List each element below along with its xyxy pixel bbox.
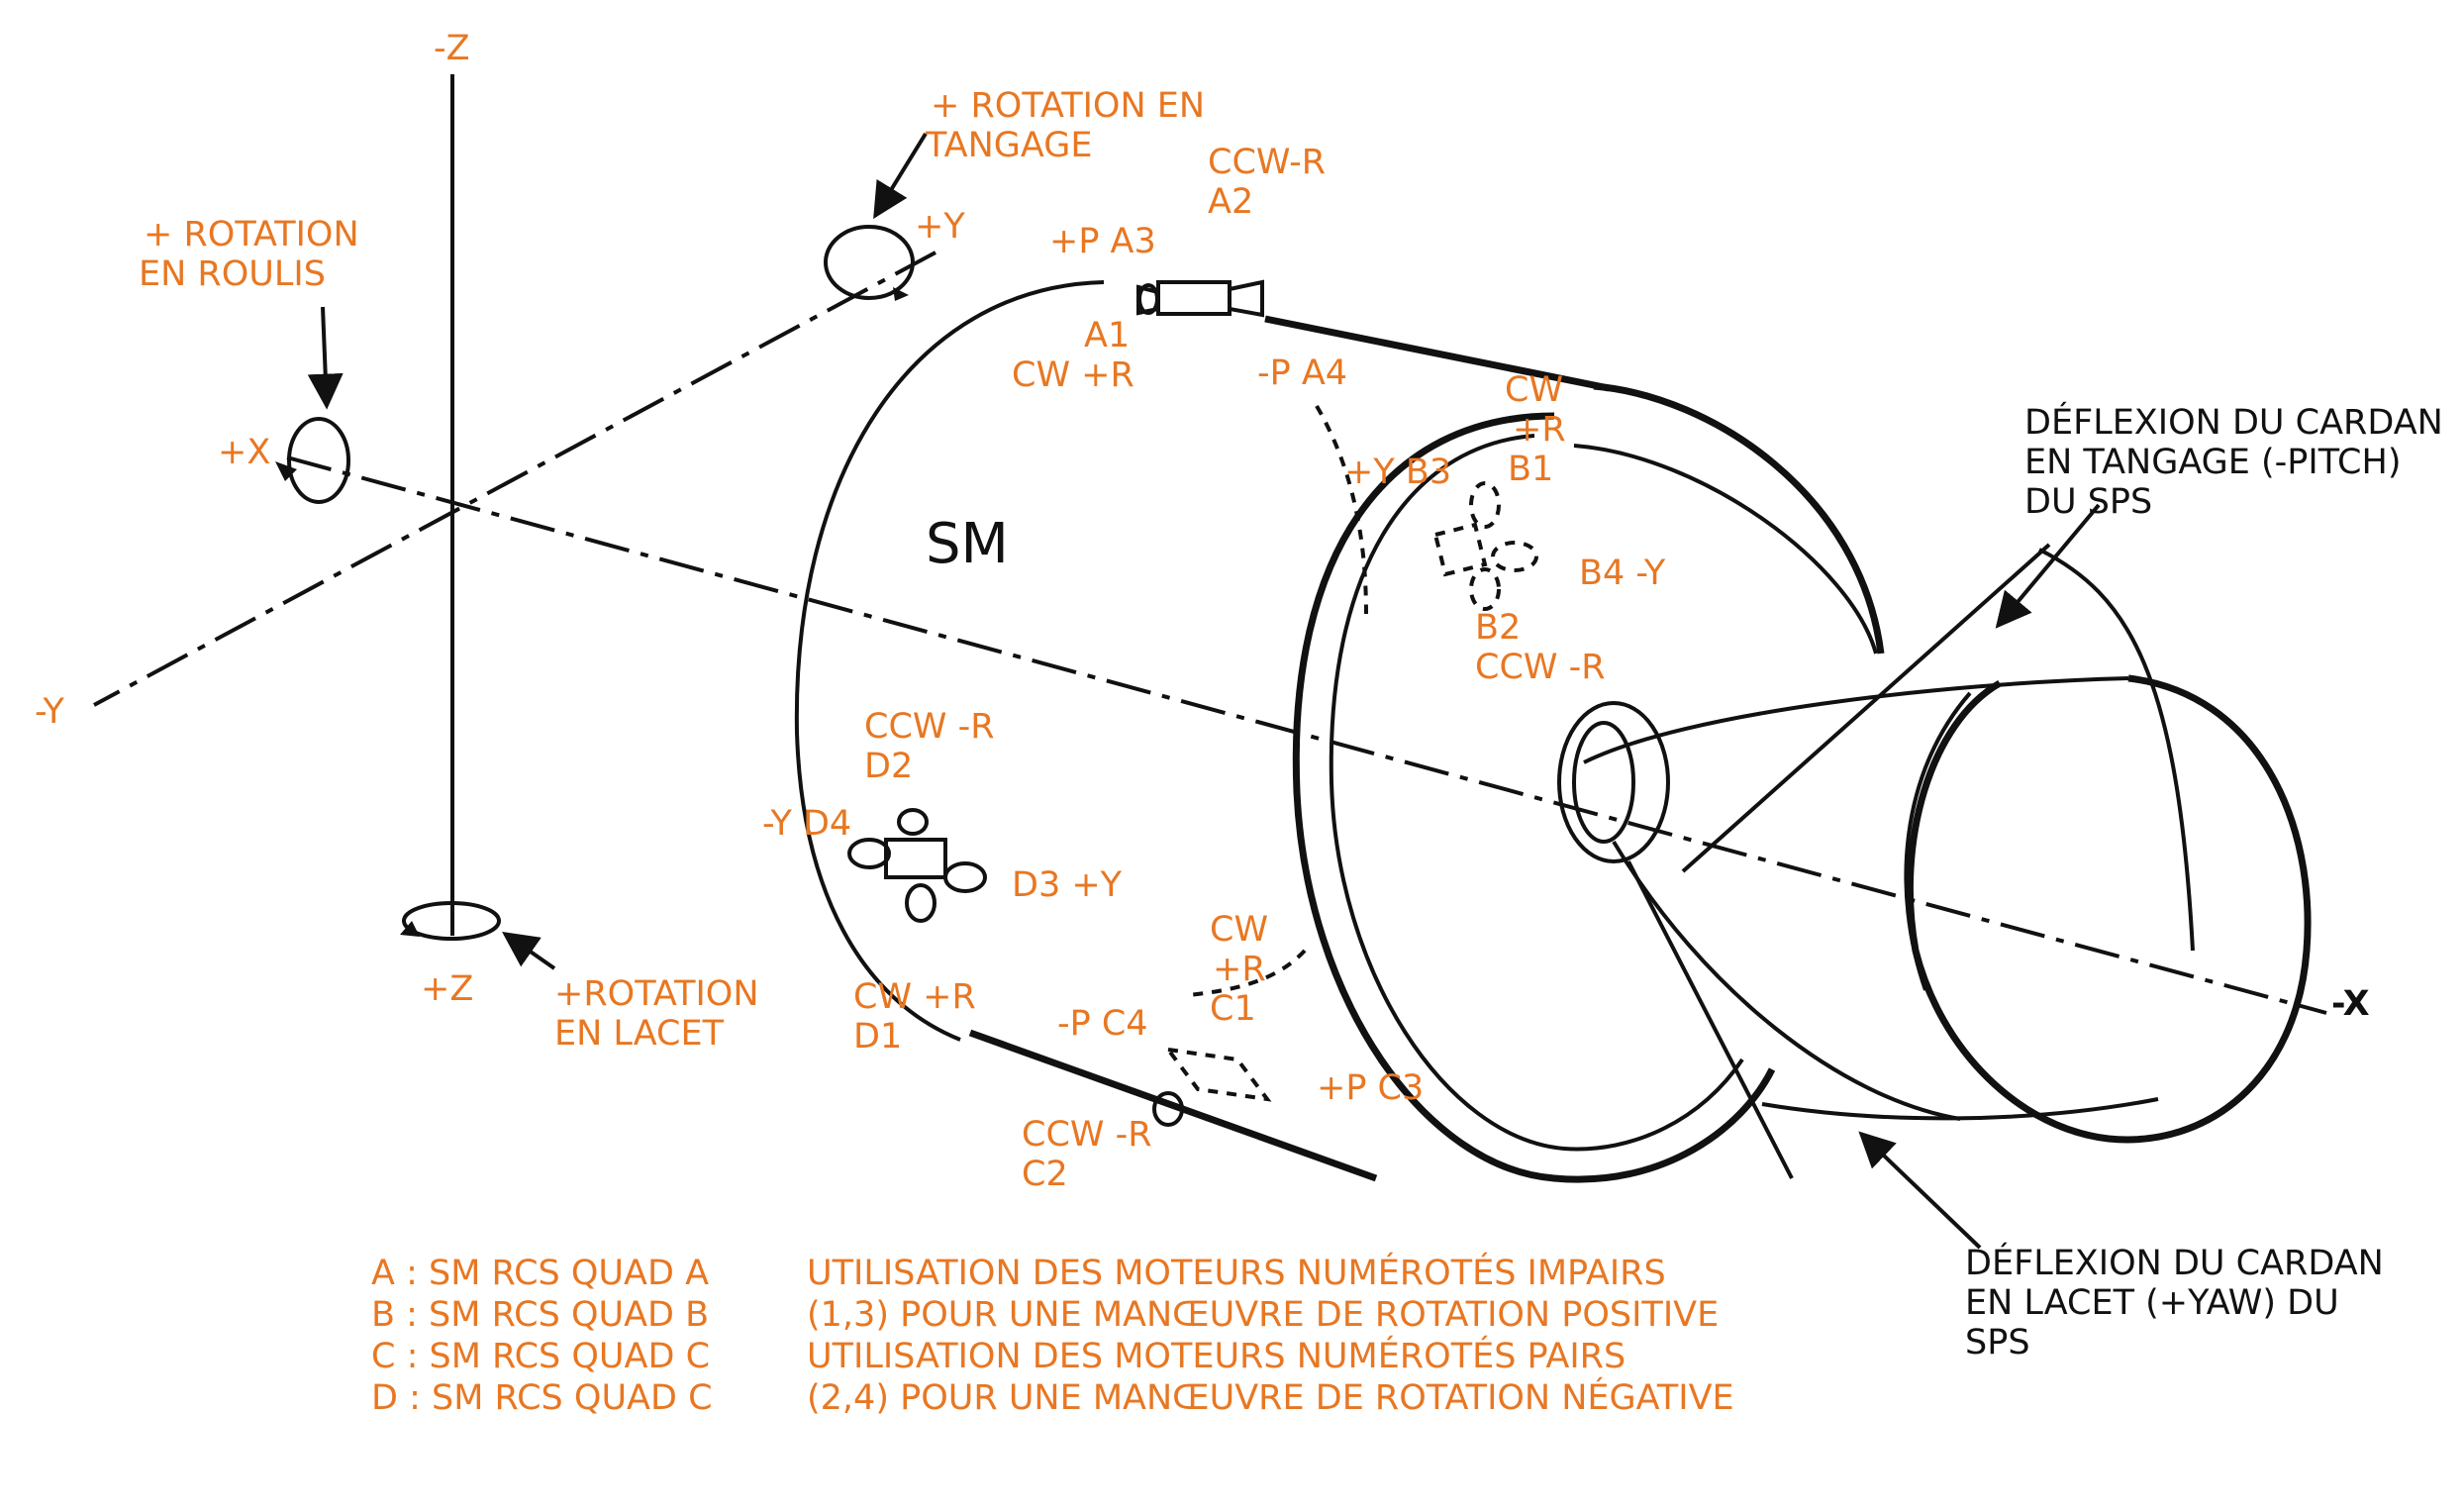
c1-label-line1: CW [1210, 910, 1268, 950]
aft-bulkhead-outer-top [1593, 382, 1885, 655]
b1-label-line1: CW [1505, 370, 1563, 410]
legend-quad-c: C : SM RCS QUAD C [371, 1337, 710, 1376]
cylinder-hidden-edge-bottom [1187, 949, 1307, 997]
legend-quad-d: D : SM RCS QUAD C [371, 1378, 713, 1418]
b1-label-line3: B1 [1508, 450, 1553, 489]
b2-label-line2: CCW -R [1475, 648, 1606, 687]
c3-label: +P C3 [1317, 1068, 1424, 1108]
legend-note-3: UTILISATION DES MOTEURS NUMÉROTÉS PAIRS [807, 1335, 1626, 1376]
pitch-deflection-arc [2038, 548, 2195, 952]
nozzle-exit-inner [1904, 691, 1972, 991]
d4-label: -Y D4 [762, 804, 851, 844]
nozzle-exit-rim [1906, 674, 2312, 1144]
a2-label-line2: A2 [1208, 182, 1253, 222]
cylinder-hidden-edge-top [1315, 404, 1368, 615]
b1-label-line2: +R [1513, 410, 1566, 450]
quad-c-thruster-block [1152, 1047, 1272, 1127]
aft-bulkhead-outer [1292, 412, 1776, 1183]
d1-label-line1: CW +R [853, 977, 976, 1017]
service-module-body [794, 280, 1885, 1183]
roll-label-line2: EN ROULIS [139, 254, 326, 294]
axis-label-neg-x: -X [2331, 984, 2370, 1024]
d2-label-line2: D2 [864, 747, 913, 786]
module-label: SM [926, 512, 1009, 576]
gimbal-yaw-arrow [1858, 1131, 1982, 1250]
legend-quad-a: A : SM RCS QUAD A [371, 1254, 709, 1293]
axis-label-pos-y: +Y [915, 207, 965, 247]
yaw-deflection-line [1626, 860, 1794, 1179]
quad-c-labels: CW +R C1 -P C4 +P C3 CCW -R C2 [1022, 910, 1424, 1194]
pitch-label-line2: TANGAGE [925, 126, 1092, 165]
a1-label-line1: A1 [1084, 316, 1130, 355]
quad-d-thruster-block [847, 808, 987, 923]
pitch-deflection-line [1681, 543, 2051, 873]
x-axis-line [286, 455, 2327, 1015]
nozzle-bottom-edge [1612, 840, 1961, 1121]
gimbal-pitch-line3: DU SPS [2024, 482, 2152, 522]
nozzle-throat-ring [1557, 701, 1670, 863]
quad-a-thruster-block [1136, 279, 1264, 318]
gimbal-yaw-line2: EN LACET (+YAW) DU [1965, 1283, 2339, 1323]
quad-b-labels: CW +R B1 +Y B3 B4 -Y B2 CCW -R [1344, 370, 1666, 687]
gimbal-pitch-line2: EN TANGAGE (-PITCH) [2024, 443, 2401, 482]
aft-bulkhead-inner-top [1573, 444, 1878, 655]
axis-label-pos-z: +Z [421, 969, 473, 1009]
a2-label-line1: CCW-R [1208, 143, 1326, 182]
d3-label: D3 +Y [1012, 865, 1123, 905]
pitch-label-line1: + ROTATION EN [931, 86, 1205, 126]
cylinder-top-edge [1264, 315, 1610, 392]
aft-bulkhead-inner [1329, 434, 1744, 1152]
yaw-rotation-symbol [400, 901, 556, 970]
b2-label-line1: B2 [1475, 608, 1521, 648]
c2-label-line1: CCW -R [1022, 1115, 1152, 1155]
quad-d-labels: CCW -R D2 -Y D4 D3 +Y CW +R D1 [762, 707, 1123, 1057]
roll-rotation-symbol [275, 306, 350, 504]
quad-a-labels: CCW-R A2 +P A3 A1 CW +R -P A4 [1012, 143, 1347, 395]
quad-b-thruster-block [1432, 481, 1538, 611]
cylinder-bottom-edge [968, 1029, 1378, 1182]
gimbal-pitch-arrow [1995, 503, 2101, 629]
d1-label-line2: D1 [853, 1017, 902, 1057]
a1-label-line2: CW +R [1012, 355, 1134, 395]
a4-label: -P A4 [1257, 353, 1347, 393]
gimbal-labels: DÉFLEXION DU CARDAN EN TANGAGE (-PITCH) … [1965, 401, 2443, 1362]
legend-note-2: (1,3) POUR UNE MANŒUVRE DE ROTATION POSI… [807, 1295, 1719, 1335]
axis-labels: -Z +Y +X -Y +Z -X [35, 29, 2370, 1024]
c1-label-line2: +R [1213, 950, 1266, 989]
yaw-label-line2: EN LACET [554, 1014, 725, 1054]
d2-label-line1: CCW -R [864, 707, 995, 747]
axis-label-pos-x: +X [218, 433, 270, 472]
roll-label-line1: + ROTATION [144, 215, 359, 254]
pitch-rotation-symbol [824, 132, 928, 301]
a3-label: +P A3 [1049, 222, 1156, 261]
gimbal-yaw-line1: DÉFLEXION DU CARDAN [1965, 1242, 2384, 1283]
yaw-deflection-arc [1761, 1097, 2159, 1121]
b3-label: +Y B3 [1344, 453, 1451, 492]
gimbal-pitch-line1: DÉFLEXION DU CARDAN [2024, 401, 2443, 443]
reference-axes [93, 74, 2327, 1015]
axis-label-neg-y: -Y [35, 692, 64, 732]
yaw-label-line1: +ROTATION [554, 974, 759, 1014]
nozzle-top-edge [1583, 676, 2129, 764]
axis-label-neg-z: -Z [434, 29, 470, 68]
legend: A : SM RCS QUAD A B : SM RCS QUAD B C : … [371, 1252, 1734, 1418]
b4-label: B4 -Y [1579, 554, 1666, 593]
legend-note-1: UTILISATION DES MOTEURS NUMÉROTÉS IMPAIR… [807, 1252, 1666, 1293]
c1-label-line3: C1 [1210, 989, 1256, 1029]
gimbal-yaw-line3: SPS [1965, 1323, 2030, 1362]
legend-note-4: (2,4) POUR UNE MANŒUVRE DE ROTATION NÉGA… [807, 1376, 1734, 1418]
rotation-labels: + ROTATION EN TANGAGE + ROTATION EN ROUL… [139, 86, 1205, 1054]
c4-label: -P C4 [1057, 1004, 1148, 1044]
sps-nozzle [1557, 543, 2312, 1179]
legend-quad-b: B : SM RCS QUAD B [371, 1295, 709, 1335]
cylinder-front-edge [794, 280, 1105, 1042]
c2-label-line2: C2 [1022, 1155, 1068, 1194]
nozzle-throat-inner [1572, 721, 1635, 844]
y-axis-line [93, 251, 936, 707]
